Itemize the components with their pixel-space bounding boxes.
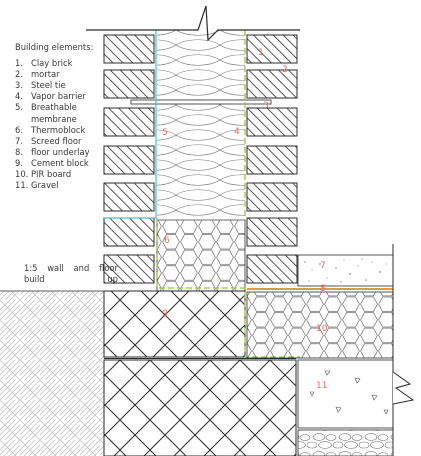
legend-heading: Building elements: [15,42,94,52]
cobble-fill [297,429,394,456]
tag-vapor-barrier: 4 [234,127,240,137]
break-symbol-right [392,371,415,405]
brick [103,254,155,284]
brick [103,182,155,212]
tag-membrane: 5 [162,128,168,138]
pir-board [246,291,394,359]
legend-num: 7. [15,135,23,146]
brick [103,145,155,175]
tag-cement-block: 9 [162,309,168,319]
tag-steel-tie: 3 [263,101,269,111]
legend-num: 11. [15,180,29,191]
ground-hatch [0,291,104,456]
brick [103,69,155,99]
legend-num: 4. [15,91,23,102]
legend-item-6: 6. Thermoblock [15,125,95,136]
legend-item-2: 2. mortar [15,69,95,80]
brick [246,34,298,64]
legend-num: 6. [15,124,23,135]
legend-item-4: 4. Vapor barrier [15,91,95,102]
legend-item-7: 7. Screed floor [15,136,95,147]
cement-block-lower [103,359,297,456]
legend-label: Steel tie [31,80,66,91]
breathable-membrane [104,30,157,219]
legend-item-5: 5. Breathable membrane [15,102,95,124]
legend-num: 9. [15,157,23,168]
legend-label: Gravel [31,180,59,191]
legend-item-3: 3. Steel tie [15,80,95,91]
break-symbol-top [86,5,300,42]
brick [246,217,298,247]
brick [246,254,298,284]
thermoblock [156,219,246,292]
legend-label: PIR board [31,169,72,180]
legend-label: mortar [31,69,60,80]
cavity-insulation [157,30,245,220]
inner-brick-leaf [246,34,298,284]
legend-item-9: 9. Cement block [15,158,95,169]
outer-brick-leaf [103,34,155,284]
legend-num: 5. [15,102,23,113]
legend-item-1: 1. Clay brick [15,58,95,69]
legend-label: Thermoblock [31,124,86,135]
tag-clay-brick: 1 [258,48,264,58]
legend: Building elements: 1. Clay brick 2. mortar… [15,42,95,191]
legend-item-11: 11.Gravel [15,180,95,191]
legend-num: 1. [15,58,23,69]
cement-block-upper [103,290,246,358]
legend-num: 2. [15,69,23,80]
legend-label: floor underlay [31,146,90,157]
tag-floor-underlay: 8 [320,284,326,294]
legend-label: Screed floor [31,135,82,146]
brick [103,217,155,247]
screed-aggregate [304,258,387,283]
legend-label: Vapor barrier [31,91,86,102]
brick [246,107,298,137]
brick [103,107,155,137]
legend-num: 10. [15,169,29,180]
brick [246,182,298,212]
legend-num: 3. [15,80,23,91]
legend-item-10: 10.PIR board [15,169,95,180]
brick [103,34,155,64]
gravel-stones [309,370,389,415]
tag-pir-board: 10 [316,324,328,334]
brick [246,69,298,99]
tag-screed-floor: 7 [320,261,326,271]
tag-mortar: 2 [282,65,288,75]
tag-gravel: 11 [316,381,327,391]
legend-item-8: 8. floor underlay [15,147,95,158]
gravel-layer [297,359,394,429]
tag-thermoblock: 6 [164,236,170,246]
legend-label: Breathable membrane [31,102,77,124]
steel-tie [130,99,272,105]
legend-label: Cement block [31,157,89,168]
legend-num: 8. [15,146,23,157]
legend-label: Clay brick [31,58,73,69]
scale-caption: 1:5 wall and floor build up [24,263,118,284]
brick [246,145,298,175]
